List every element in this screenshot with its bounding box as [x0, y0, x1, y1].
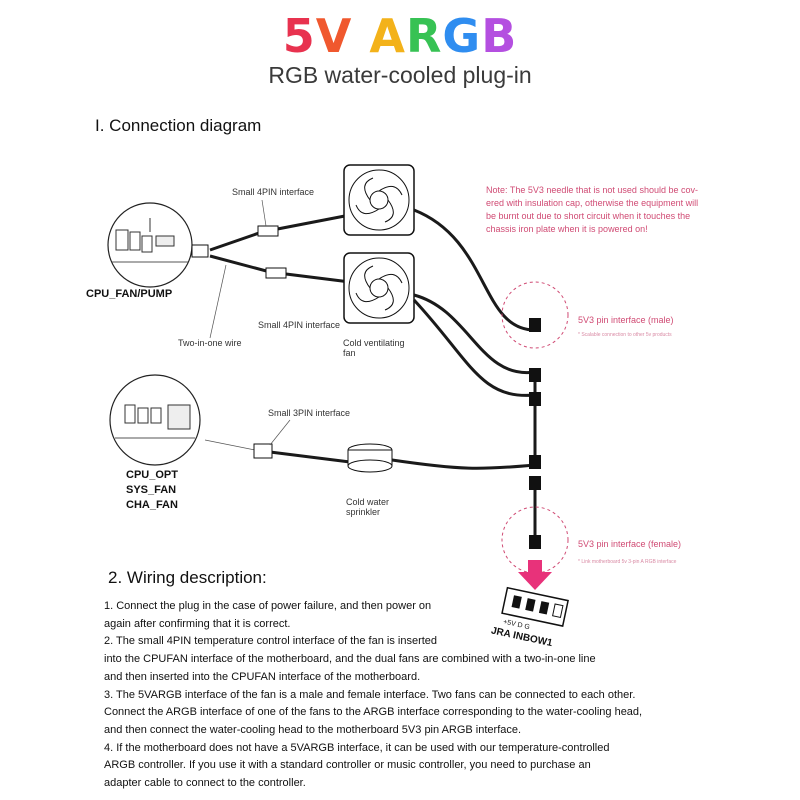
wiring-line: and then inserted into the CPUFAN interf…	[104, 670, 421, 683]
motherboard-cpu-fan-callout	[107, 202, 193, 288]
sys-fan-label: SYS_FAN	[126, 484, 176, 496]
title-char: G	[442, 9, 482, 63]
subtitle: RGB water-cooled plug-in	[268, 62, 532, 88]
note-line-1: Note: The 5V3 needle that is not used sh…	[486, 185, 698, 195]
motherboard-sys-fan-callout	[109, 374, 201, 466]
cpu-fan-pump-label: CPU_FAN/PUMP	[86, 288, 172, 300]
small-4pin-bottom-label: Small 4PIN interface	[258, 320, 340, 330]
title-char: V	[315, 9, 353, 63]
two-in-one-label: Two-in-one wire	[178, 338, 242, 348]
note-line-3: be burnt out due to short circuit when i…	[486, 211, 690, 221]
wiring-line: 4. If the motherboard does not have a 5V…	[104, 741, 610, 754]
title-char: A	[369, 9, 406, 63]
argb-chain-wires	[391, 208, 537, 540]
cha-fan-label: CHA_FAN	[126, 499, 178, 511]
cpu-fan-plug	[191, 244, 209, 258]
note-line-2: ered with insulation cap, otherwise the …	[486, 198, 698, 208]
small-3pin-plug	[253, 443, 273, 459]
male-interface-highlight	[501, 281, 569, 349]
wiring-line: and then connect the water-cooling head …	[104, 723, 522, 736]
small-4pin-top-label: Small 4PIN interface	[232, 187, 314, 197]
water-label-1: Cold water	[346, 497, 389, 507]
section-2-title: 2. Wiring description:	[108, 568, 267, 587]
female-interface-label: 5V3 pin interface (female)	[578, 539, 681, 549]
pump-wire	[269, 450, 351, 464]
fan-bottom-icon	[343, 252, 415, 324]
wiring-description: 1. Connect the plug in the case of power…	[104, 598, 704, 793]
wiring-line: into the CPUFAN interface of the motherb…	[104, 653, 596, 666]
wiring-line: Connect the ARGB interface of one of the…	[104, 706, 643, 719]
male-interface-label: 5V3 pin interface (male)	[578, 315, 674, 325]
wiring-line: again after confirming that it is correc…	[104, 617, 291, 630]
fan-top-icon	[343, 164, 415, 236]
cpu-opt-label: CPU_OPT	[126, 469, 178, 481]
cold-fan-label-2: fan	[343, 348, 356, 358]
wiring-line: 1. Connect the plug in the case of power…	[104, 600, 432, 612]
small-4pin-plug-top	[257, 225, 279, 237]
male-interface-sub: * Scalable connection to other 5v produc…	[578, 332, 672, 338]
small-4pin-plug-bottom	[265, 267, 287, 279]
title-char: R	[406, 9, 443, 63]
female-interface-sub: * Link motherboard 5v 3-pin A RGB interf…	[578, 559, 677, 565]
section-1-title: I. Connection diagram	[95, 116, 262, 135]
cold-fan-label-1: Cold ventilating	[343, 338, 405, 348]
hero-title: 5V ARGB	[0, 8, 800, 64]
note-line-4: chassis iron plate when it is powered on…	[486, 224, 648, 234]
water-pump-icon	[347, 443, 393, 473]
title-char: B	[481, 9, 518, 63]
female-interface-highlight	[501, 506, 569, 574]
title-char: 5	[282, 9, 316, 63]
wiring-line: adapter cable to connect to the controll…	[104, 777, 306, 790]
small-3pin-label: Small 3PIN interface	[268, 408, 350, 418]
wiring-line: 2. The small 4PIN temperature control in…	[104, 635, 438, 648]
down-arrow-icon	[518, 560, 552, 590]
wiring-line: 3. The 5VARGB interface of the fan is a …	[104, 688, 636, 701]
argb-plugs	[529, 318, 541, 549]
wiring-line: ARGB controller. If you use it with a st…	[104, 759, 591, 772]
water-label-2: sprinkler	[346, 507, 380, 517]
